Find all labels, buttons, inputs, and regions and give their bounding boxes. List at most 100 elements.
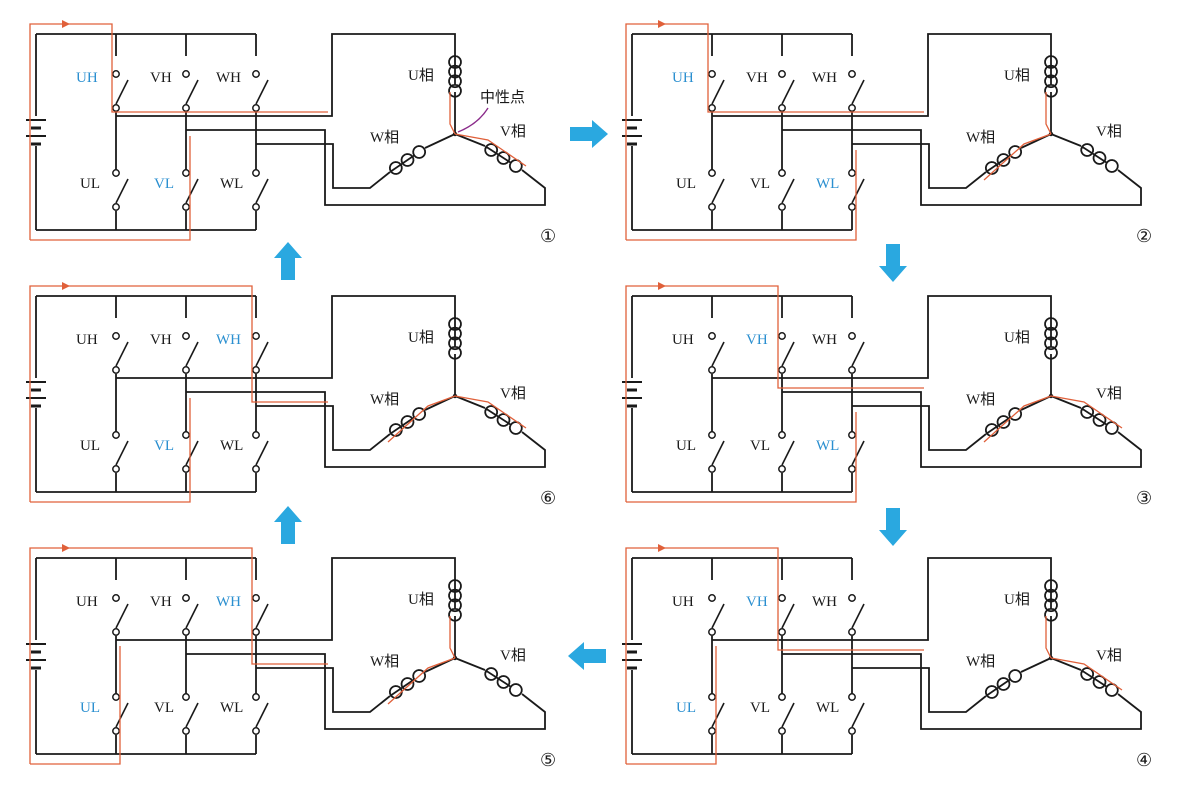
- w-winding-lead: [424, 133, 456, 149]
- wire-v-phase: [186, 129, 546, 206]
- switch-label-uh: UH: [76, 332, 98, 348]
- switch-vh-contact-bottom: [182, 628, 190, 636]
- switch-ul-contact-top: [708, 169, 716, 177]
- w-phase-label: W相: [370, 391, 399, 408]
- current-direction-arrow: [658, 282, 666, 290]
- current-path-winding-out: [454, 395, 527, 429]
- switch-wh-contact-bottom: [848, 628, 856, 636]
- switch-vl-contact-top: [778, 169, 786, 177]
- switch-vl-blade: [781, 702, 795, 728]
- switch-label-wh: WH: [812, 332, 837, 348]
- u-phase-label: U相: [408, 67, 434, 84]
- switch-uh-contact-bottom: [708, 366, 716, 374]
- v-phase-label: V相: [500, 385, 526, 402]
- switch-label-uh: UH: [672, 70, 694, 86]
- w-phase-label: W相: [966, 653, 995, 670]
- current-path-winding-out: [983, 133, 1052, 181]
- switch-vh-contact-top: [778, 594, 786, 602]
- v-phase-winding: [1080, 143, 1119, 173]
- switch-wh-contact-top: [252, 332, 260, 340]
- switch-ul-contact-bottom: [708, 465, 716, 473]
- v-phase-winding: [484, 143, 523, 173]
- switch-label-uh: UH: [672, 594, 694, 610]
- switch-vl-contact-top: [182, 169, 190, 177]
- switch-label-wl: WL: [220, 438, 243, 454]
- switch-wl-contact-top: [848, 693, 856, 701]
- u-phase-label: U相: [1004, 67, 1030, 84]
- w-phase-winding: [984, 407, 1023, 437]
- switch-label-vh: VH: [150, 332, 172, 348]
- w-phase-winding: [388, 669, 427, 699]
- switch-wh-blade: [255, 79, 269, 105]
- switch-uh-contact-bottom: [112, 366, 120, 374]
- switch-ul-blade: [115, 702, 129, 728]
- u-phase-winding: [1044, 54, 1058, 98]
- current-path-source: [625, 23, 924, 240]
- current-path-winding-in: [1050, 395, 1123, 429]
- flow-arrow-shape: [274, 506, 302, 544]
- current-path-source: [625, 285, 924, 502]
- v-phase-label: V相: [1096, 647, 1122, 664]
- wire-u-phase: [712, 557, 1052, 641]
- switch-label-vh: VH: [746, 594, 768, 610]
- wire-u-phase: [116, 33, 456, 117]
- u-phase-winding: [1044, 316, 1058, 360]
- switch-ul-contact-bottom: [112, 465, 120, 473]
- wire-u-phase: [116, 295, 456, 379]
- switch-label-wl: WL: [816, 438, 839, 454]
- switch-uh-contact-top: [112, 594, 120, 602]
- switch-ul-contact-top: [112, 431, 120, 439]
- current-path-winding-out: [983, 395, 1052, 443]
- switch-wh-blade: [851, 341, 865, 367]
- switch-label-wl: WL: [220, 176, 243, 192]
- switch-wh-blade: [255, 603, 269, 629]
- step-number: ②: [1136, 226, 1152, 246]
- switch-wl-contact-top: [848, 431, 856, 439]
- switch-label-wl: WL: [816, 700, 839, 716]
- switch-wh-blade: [255, 341, 269, 367]
- flow-arrow-down-icon: [879, 244, 907, 282]
- switch-vl-contact-bottom: [778, 727, 786, 735]
- current-path-winding-in: [449, 92, 456, 135]
- switch-ul-contact-bottom: [708, 203, 716, 211]
- switch-vh-contact-top: [778, 332, 786, 340]
- current-direction-arrow: [62, 282, 70, 290]
- switch-vh-contact-top: [182, 332, 190, 340]
- switch-wl-contact-top: [848, 169, 856, 177]
- u-phase-label: U相: [408, 329, 434, 346]
- switch-uh-contact-bottom: [112, 628, 120, 636]
- neutral-point-pointer: [457, 107, 489, 133]
- switch-label-uh: UH: [76, 70, 98, 86]
- v-phase-label: V相: [500, 123, 526, 140]
- switch-wl-blade: [851, 702, 865, 728]
- wire-v-phase: [782, 129, 1142, 206]
- wire-v-phase: [186, 653, 546, 730]
- switch-uh-blade: [711, 603, 725, 629]
- switch-vl-blade: [185, 702, 199, 728]
- v-winding-lead: [454, 395, 486, 409]
- v-winding-lead: [1050, 657, 1082, 671]
- switch-uh-contact-top: [112, 70, 120, 78]
- switch-ul-blade: [711, 440, 725, 466]
- v-phase-label: V相: [500, 647, 526, 664]
- switch-wl-blade: [851, 440, 865, 466]
- w-phase-label: W相: [966, 129, 995, 146]
- switch-vl-contact-bottom: [778, 465, 786, 473]
- switch-ul-blade: [115, 178, 129, 204]
- switch-label-vh: VH: [150, 594, 172, 610]
- wire-w-phase: [852, 405, 987, 451]
- switch-vl-contact-bottom: [778, 203, 786, 211]
- switch-label-ul: UL: [676, 176, 696, 192]
- switch-label-wl: WL: [816, 176, 839, 192]
- switch-label-wh: WH: [216, 70, 241, 86]
- step-number: ⑤: [540, 750, 556, 770]
- w-phase-label: W相: [370, 129, 399, 146]
- current-direction-arrow: [658, 20, 666, 28]
- switch-vl-blade: [781, 440, 795, 466]
- current-path-winding-in: [1045, 92, 1052, 135]
- wire-v-phase: [782, 391, 1142, 468]
- current-direction-arrow: [62, 544, 70, 552]
